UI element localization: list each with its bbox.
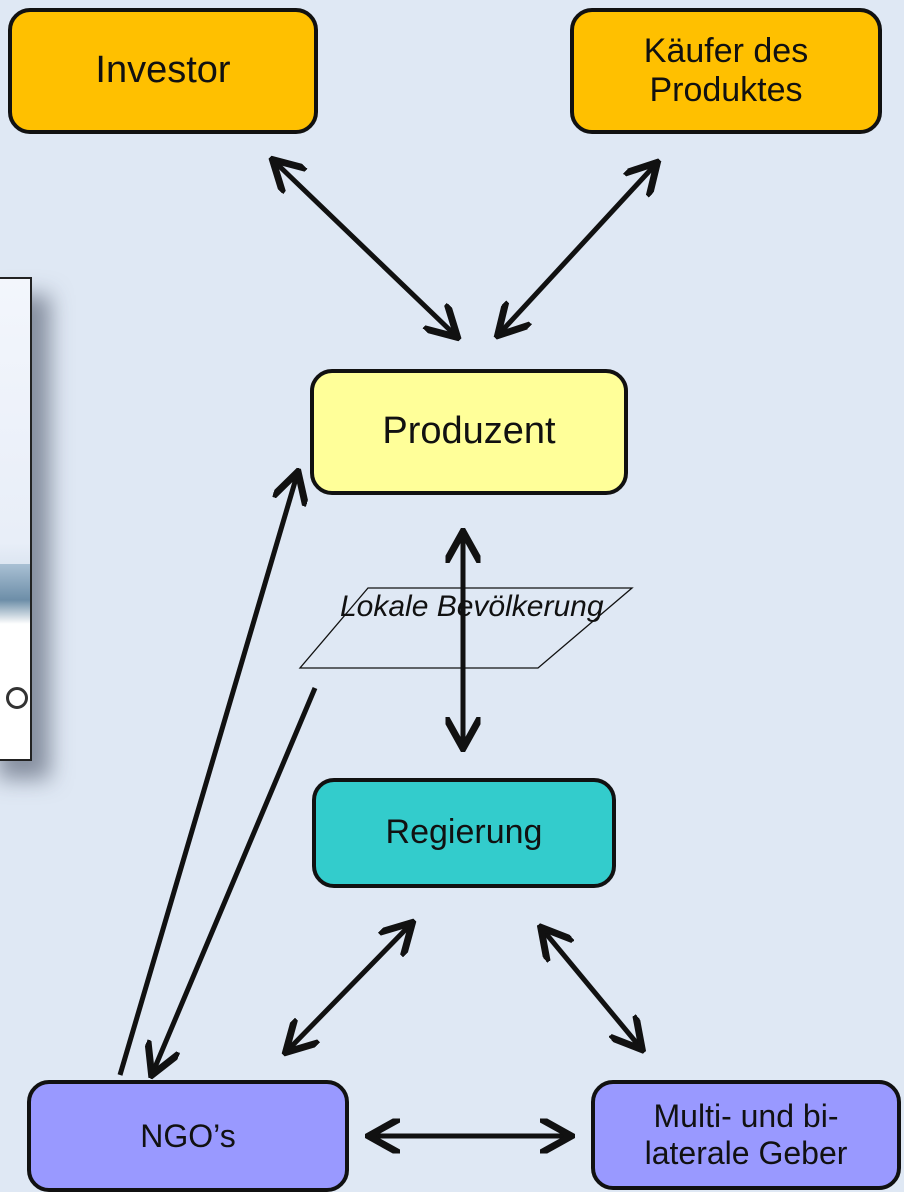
regierung-label: Regierung — [385, 813, 543, 852]
ngos-label: NGO’s — [140, 1117, 236, 1154]
kaeufer-box: Käufer des Produktes — [570, 8, 882, 134]
arrow-bevoelkerung-ngos — [153, 687, 318, 1072]
arrow-kaeufer-produzent — [500, 165, 655, 333]
arrow-regierung-ngos — [288, 925, 410, 1050]
side-image-panel — [0, 277, 32, 761]
produzent-box: Produzent — [310, 369, 628, 495]
produzent-label: Produzent — [382, 410, 556, 453]
panel-landscape-band — [0, 564, 30, 624]
geber-box: Multi- und bi- laterale Geber — [591, 1080, 901, 1190]
kaeufer-label: Käufer des Produktes — [643, 31, 809, 109]
investor-label: Investor — [95, 49, 231, 92]
regierung-box: Regierung — [312, 778, 616, 888]
plane-label: Lokale Bevölkerung — [340, 590, 604, 623]
arrow-ngos-produzent — [117, 475, 297, 1076]
geber-label: Multi- und bi- laterale Geber — [644, 1098, 848, 1171]
investor-box: Investor — [8, 8, 318, 134]
population-plane — [298, 587, 634, 669]
seal-icon — [6, 687, 28, 709]
arrow-investor-produzent — [275, 162, 455, 335]
arrow-regierung-geber — [543, 930, 640, 1047]
ngos-box: NGO’s — [27, 1080, 349, 1192]
